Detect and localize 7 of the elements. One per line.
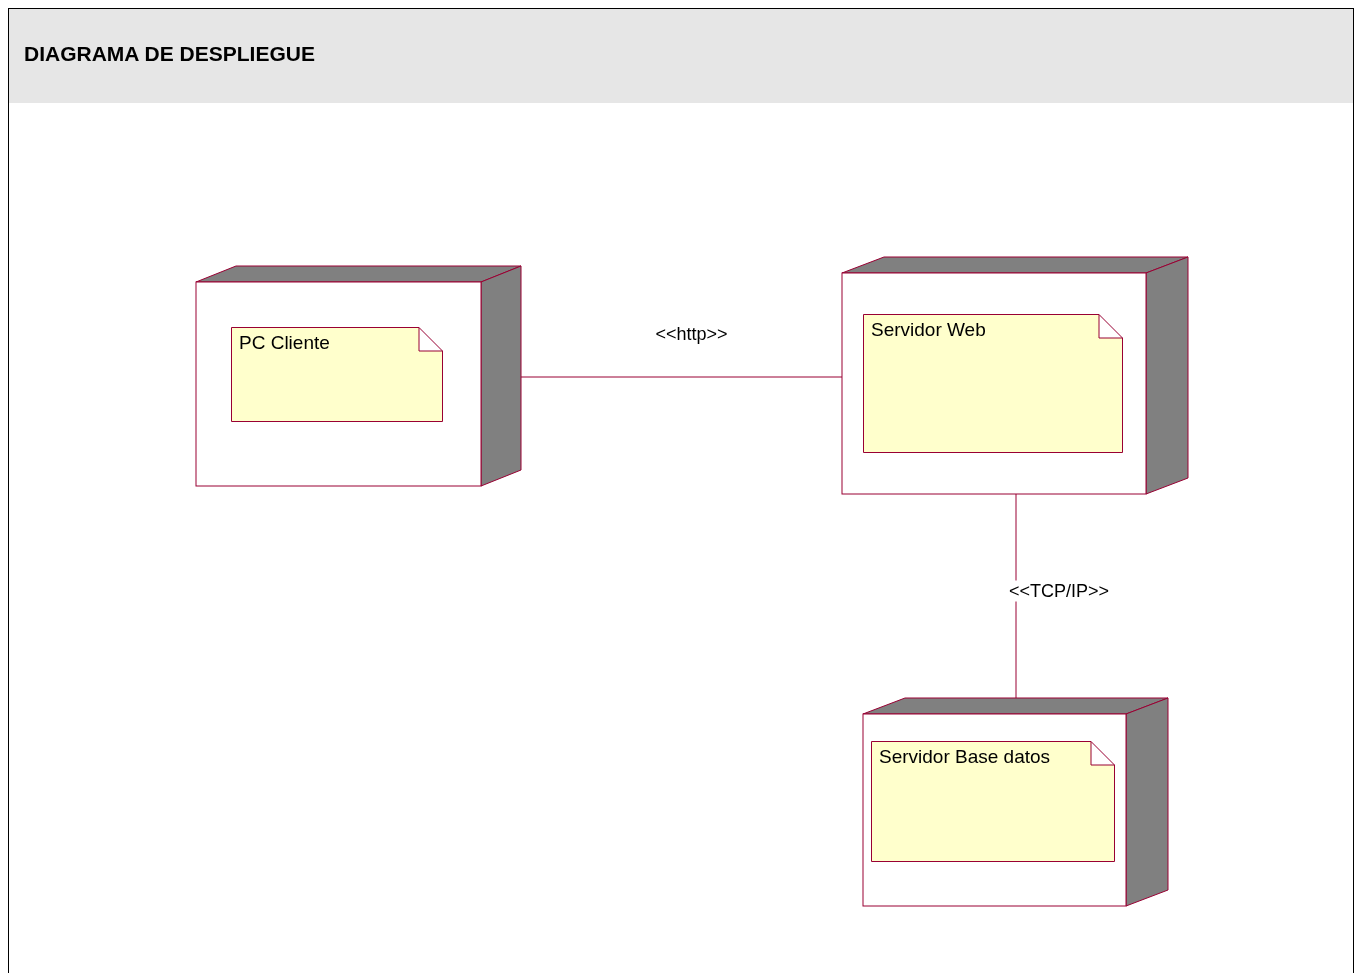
node-name: PC Cliente — [239, 331, 331, 355]
connector-line — [520, 376, 843, 378]
edge-label: <<TCP/IP>> — [1006, 580, 1112, 602]
node-name: Servidor Web — [871, 318, 987, 342]
diagram-title: DIAGRAMA DE DESPLIEGUE — [24, 42, 315, 66]
connector-line — [1015, 493, 1017, 699]
node-name: Servidor Base datos — [879, 745, 1052, 769]
